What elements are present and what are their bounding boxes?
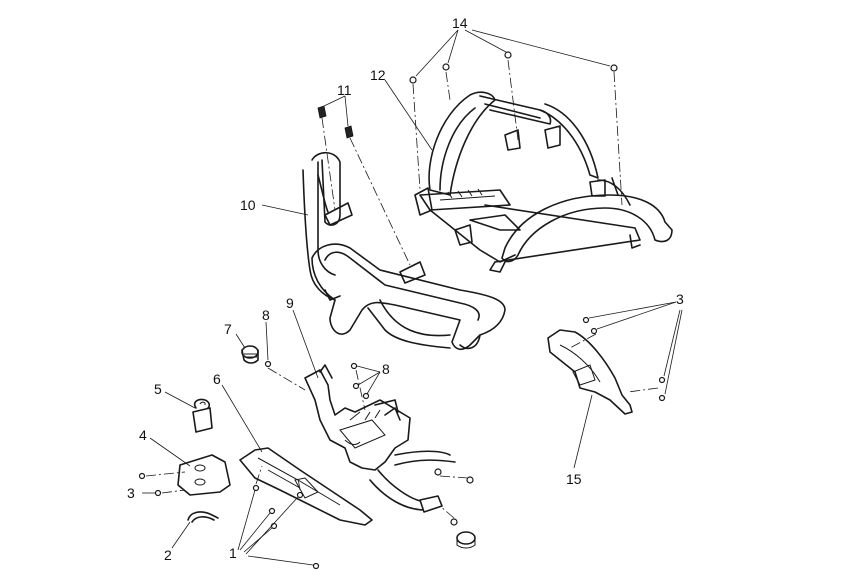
callout-5: 5 <box>154 381 162 397</box>
leader-lines <box>142 29 683 566</box>
callout-12: 12 <box>370 67 386 83</box>
part-5-latch <box>192 398 213 433</box>
part-2-clip <box>187 511 219 523</box>
part-12-rear-frame <box>414 91 673 273</box>
callout-3-right: 3 <box>676 291 684 307</box>
callout-labels: 14 12 11 10 9 8 7 8 3 15 6 5 4 3 2 1 <box>127 15 684 563</box>
callout-6: 6 <box>213 371 221 387</box>
callout-8-right: 8 <box>382 361 390 377</box>
assembly-center-lines <box>145 59 659 519</box>
callout-15: 15 <box>566 471 582 487</box>
callout-9: 9 <box>286 295 294 311</box>
part-10-front-bumper <box>302 151 506 351</box>
part-4-bracket-plate <box>177 454 231 496</box>
fasteners <box>138 51 666 570</box>
part-7-rubber-plug <box>241 345 259 364</box>
part-6-skid-plate <box>239 447 373 526</box>
callout-11: 11 <box>337 82 352 98</box>
callout-7: 7 <box>224 321 232 337</box>
part-9-mounting-plate <box>304 364 456 513</box>
callout-2: 2 <box>164 547 172 563</box>
callout-14: 14 <box>452 15 468 31</box>
callout-10: 10 <box>240 197 256 213</box>
callout-4: 4 <box>139 427 147 443</box>
part-15-side-bracket <box>547 329 633 415</box>
callout-3-left: 3 <box>127 485 135 501</box>
callout-8-left: 8 <box>262 307 270 323</box>
callout-1: 1 <box>229 545 237 561</box>
